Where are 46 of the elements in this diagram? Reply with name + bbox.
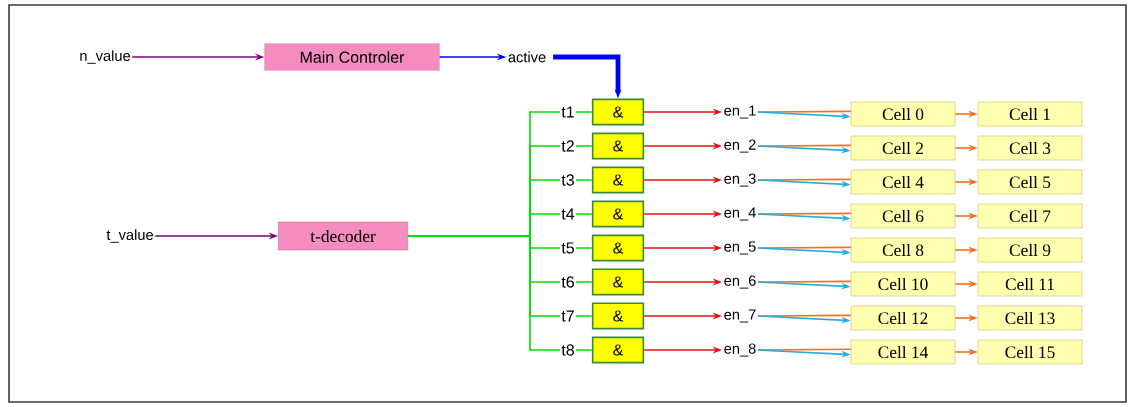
edge-label: t4 (560, 207, 576, 221)
cell-box: Cell 3 (977, 135, 1083, 161)
cell-box: Cell 14 (850, 339, 956, 365)
cell-box: Cell 9 (977, 237, 1083, 263)
cell-box: Cell 4 (850, 169, 956, 195)
cell-box: Cell 0 (850, 101, 956, 127)
cell-box: Cell 12 (850, 305, 956, 331)
edge-label: t7 (560, 309, 576, 323)
signal-label: n_value (80, 50, 131, 64)
signal-label: en_4 (724, 207, 756, 221)
cell-box: Cell 11 (977, 271, 1083, 297)
signal-label: active (508, 51, 546, 63)
edge-label: t2 (560, 139, 576, 153)
cell-box: Cell 6 (850, 203, 956, 229)
and-gate-box: & (591, 268, 645, 296)
and-gate-box: & (591, 166, 645, 194)
cell-box: Cell 1 (977, 101, 1083, 127)
and-gate-box: & (591, 336, 645, 364)
edge-label: t3 (560, 173, 576, 187)
cell-box: Cell 15 (977, 339, 1083, 365)
connector-line (407, 235, 593, 351)
cell-box: Cell 2 (850, 135, 956, 161)
and-gate-box: & (591, 132, 645, 160)
and-gate-box: & (591, 234, 645, 262)
edge-label: t8 (560, 343, 576, 357)
edge-label: t6 (560, 275, 576, 289)
signal-label: en_7 (724, 309, 756, 323)
and-gate-box: & (591, 200, 645, 228)
and-gate-box: & (591, 98, 645, 126)
cell-box: Cell 5 (977, 169, 1083, 195)
cell-box: Cell 8 (850, 237, 956, 263)
signal-label: en_6 (724, 275, 756, 289)
signal-label: en_5 (724, 241, 756, 255)
signal-label: en_1 (724, 105, 756, 119)
cell-box: Cell 10 (850, 271, 956, 297)
process-box: t-decoder (278, 221, 408, 251)
edge-label: t5 (560, 241, 576, 255)
cell-box: Cell 7 (977, 203, 1083, 229)
signal-label: t_value (106, 229, 153, 243)
signal-label: en_3 (724, 173, 756, 187)
process-box: Main Controler (264, 43, 440, 71)
and-gate-box: & (591, 302, 645, 330)
signal-label: en_8 (724, 343, 756, 357)
edge-label: t1 (560, 105, 576, 119)
cell-box: Cell 13 (977, 305, 1083, 331)
signal-label: en_2 (724, 139, 756, 153)
